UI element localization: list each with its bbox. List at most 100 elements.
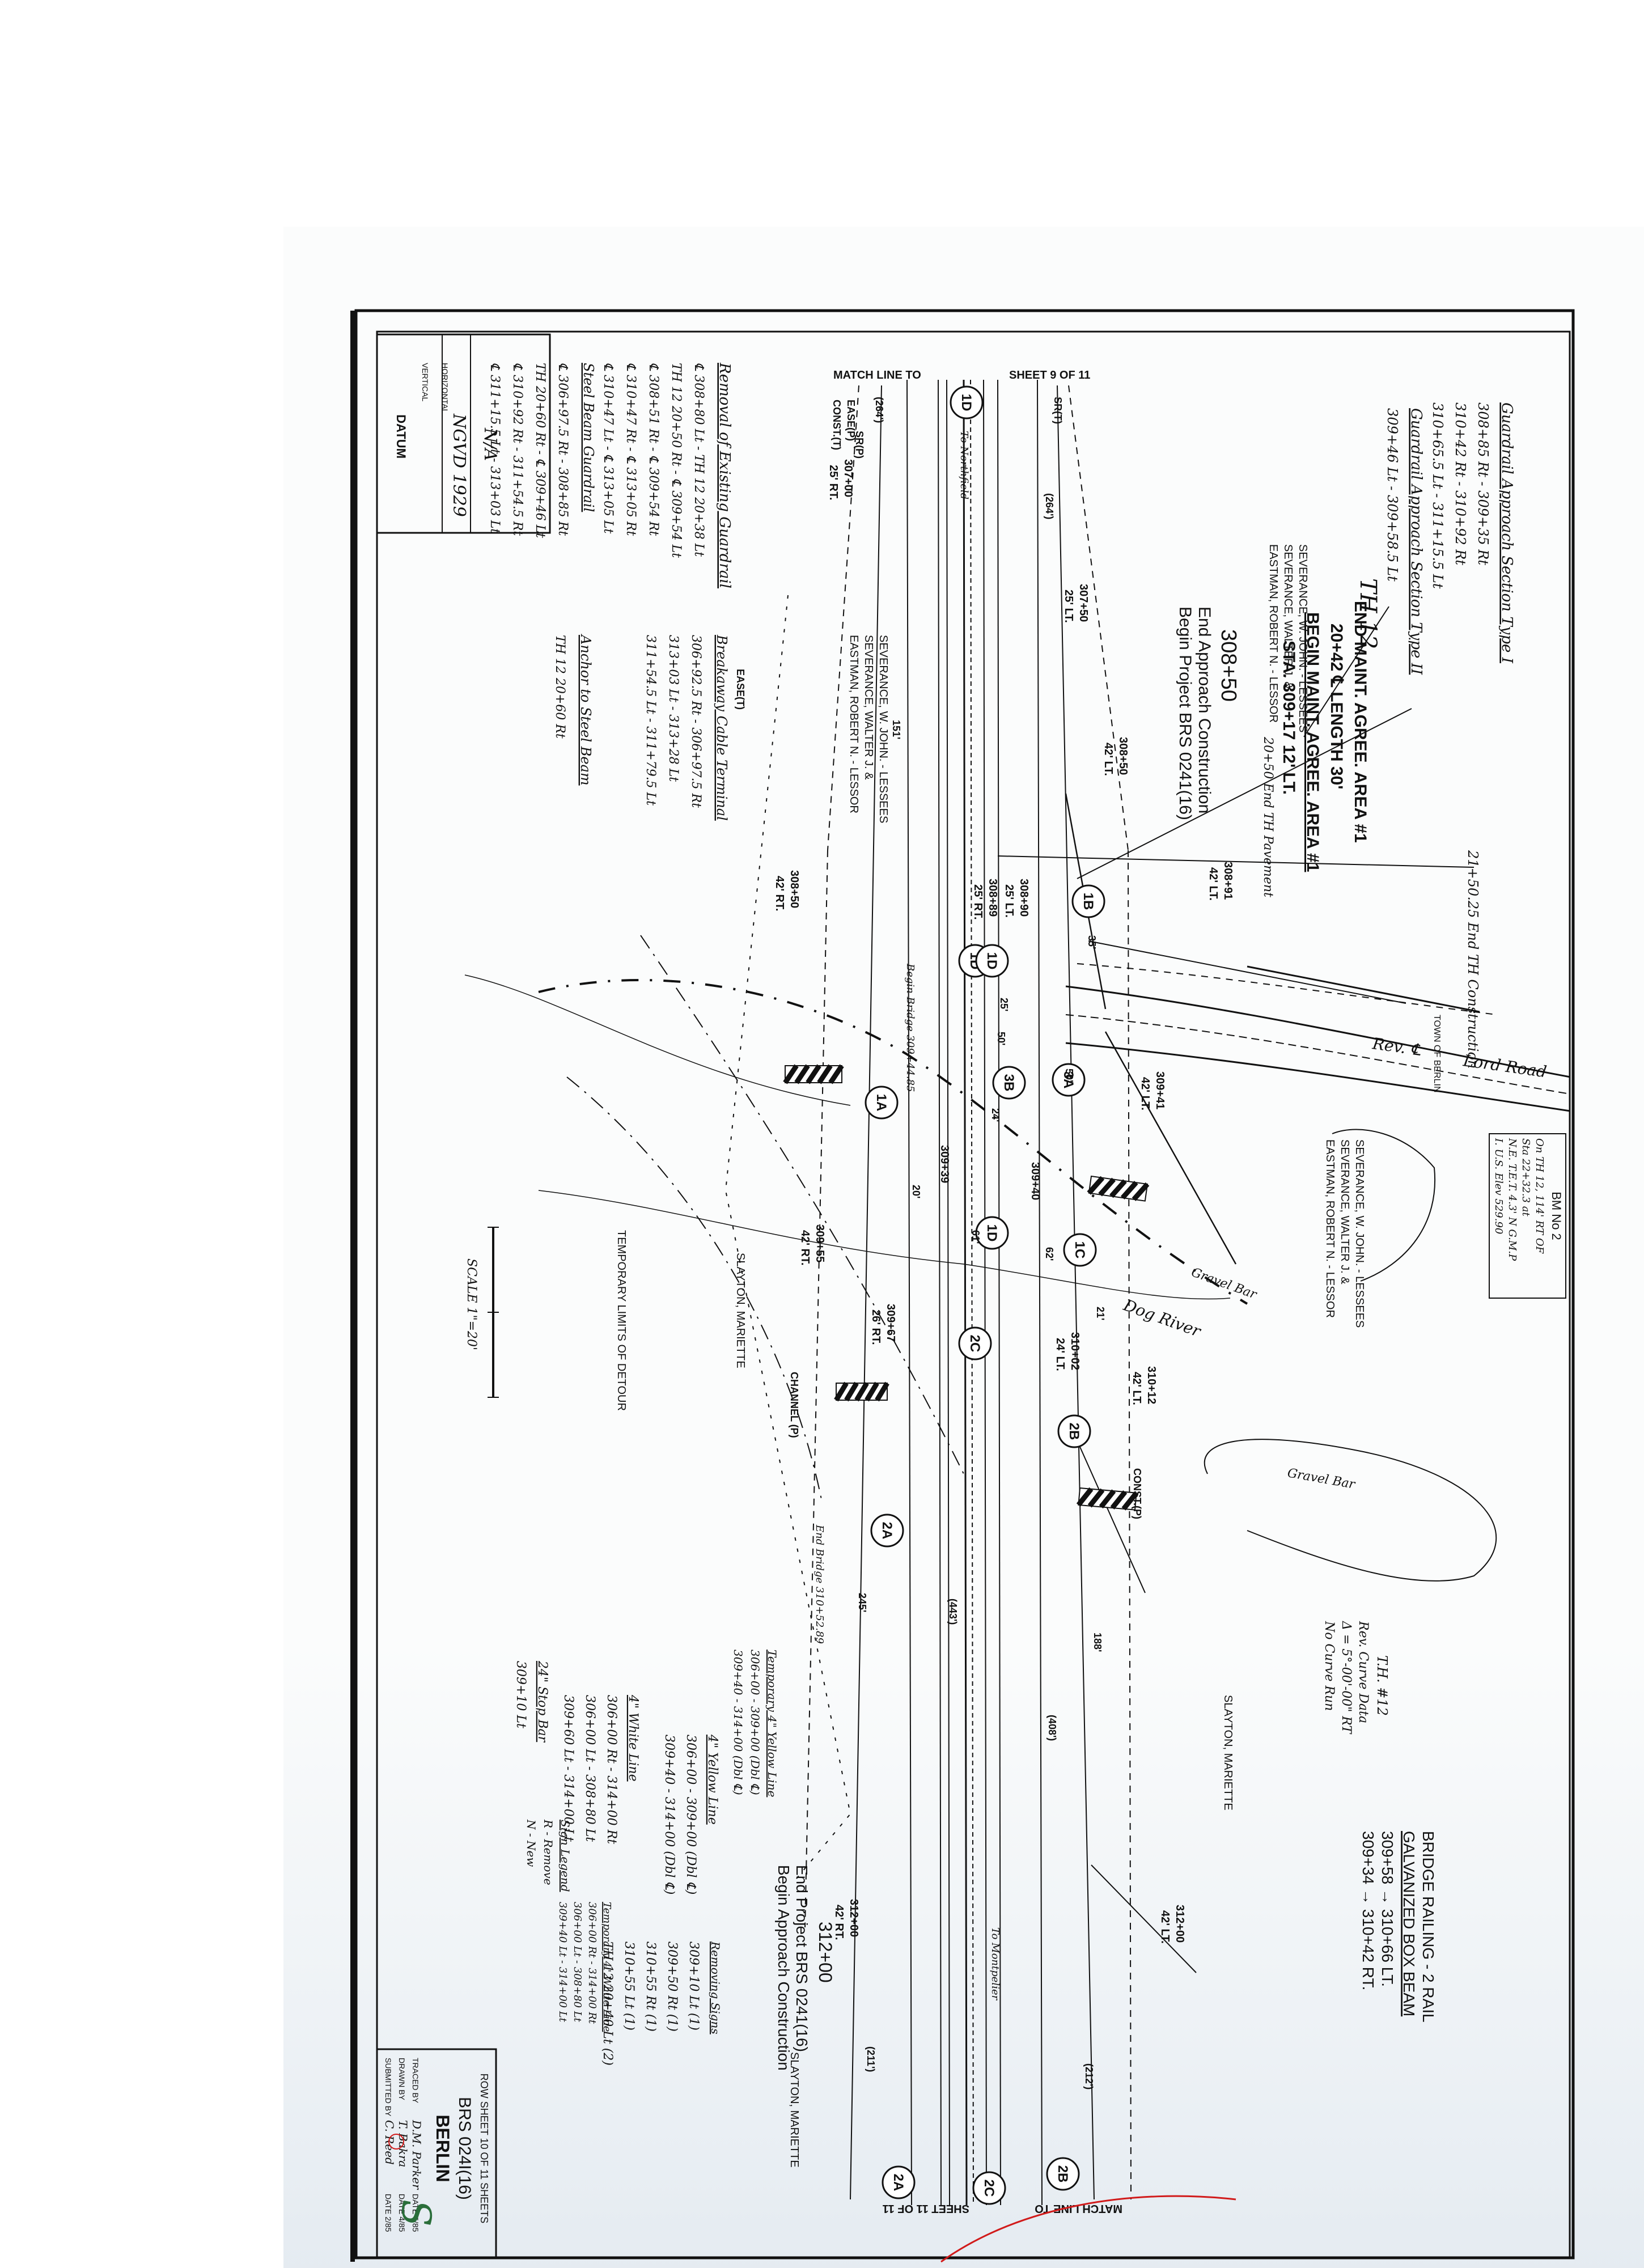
svg-text:309+39: 309+39	[938, 1145, 951, 1183]
station-circle-label: 2A	[891, 2174, 906, 2191]
svg-text:312+00: 312+00	[848, 1899, 860, 1937]
th12-curve-data: T.H. #12 Rev. Curve Data Δ = 5°-00'-00" …	[1322, 1621, 1390, 1735]
svg-text:CONST.(T): CONST.(T)	[831, 400, 842, 450]
match-line-bottom-sheet: SHEET 11 OF 11	[883, 2202, 969, 2215]
end-bridge-label: End Bridge 310+52.89	[813, 1524, 825, 1644]
svg-text:End Bridge 310+52.89: End Bridge 310+52.89	[813, 1524, 825, 1644]
svg-text:42' LT.: 42' LT.	[1207, 867, 1219, 901]
datum-header: DATUM	[394, 414, 408, 459]
dimension-label: (212')	[1083, 2063, 1095, 2089]
drawn-by-label: DRAWN BY	[397, 2058, 406, 2101]
dimension-label: 188'	[1092, 1633, 1103, 1652]
svg-text:24' LT.: 24' LT.	[1054, 1338, 1066, 1371]
svg-text:309+50 Rt (1): 309+50 Rt (1)	[665, 1941, 679, 2032]
svg-text:℄ 310+47 Rt - ℄ 313+05 Rt: ℄ 310+47 Rt - ℄ 313+05 Rt	[624, 363, 638, 536]
svg-text:306+00 - 309+00 (Dbl ℄): 306+00 - 309+00 (Dbl ℄)	[748, 1650, 762, 1795]
dimension-label: (443')	[947, 1599, 959, 1625]
dimension-label: 24'	[990, 1108, 1001, 1122]
svg-text:310+55 Rt (1): 310+55 Rt (1)	[643, 1941, 658, 2032]
svg-text:(264'): (264')	[1044, 493, 1055, 519]
svg-text:N.E. T.E.T. 4.3' N G.M.P: N.E. T.E.T. 4.3' N G.M.P	[1506, 1138, 1518, 1261]
right-of-way-lines	[566, 595, 1474, 1973]
svg-text:309+40 Lt - 314+00 Lt: 309+40 Lt - 314+00 Lt	[557, 1902, 569, 2023]
dimension-label: 35'	[1086, 935, 1098, 949]
svg-text:N - New: N - New	[524, 1819, 538, 1867]
sheet-number-circle	[388, 2134, 404, 2150]
svg-text:Removing Signs: Removing Signs	[709, 1941, 722, 2034]
temp-yellow-note: Temporary 4" Yellow Line 306+00 - 309+00…	[731, 1650, 779, 1797]
datum-horizontal-value: N/A	[480, 427, 500, 461]
sign-legend-note: Sign Legend R - Remove N - New	[524, 1819, 572, 1892]
svg-text:306+92.5 Rt - 306+97.5 Rt: 306+92.5 Rt - 306+97.5 Rt	[689, 635, 703, 808]
svg-text:245': 245'	[857, 1593, 868, 1612]
station-circle-label: 2B	[1055, 2165, 1070, 2183]
svg-text:25' LT.: 25' LT.	[1003, 884, 1015, 918]
title-town: BERLIN	[433, 2114, 453, 2182]
station-circle: 2C	[958, 1326, 992, 1360]
scale-bar: SCALE 1"=20'	[464, 1227, 499, 1398]
svg-text:42' RT.: 42' RT.	[833, 1905, 845, 1940]
end-th-pavement: 20+50 End TH Pavement	[1261, 736, 1275, 897]
svg-text:42' LT.: 42' LT.	[1130, 1372, 1143, 1405]
station-circle: 1D	[950, 385, 984, 419]
station-circle-label: 2A	[879, 1522, 895, 1540]
traced-date: DATE 5/85	[411, 2194, 420, 2232]
svg-text:℄ 308+80 Lt - TH 12 20+38 Lt: ℄ 308+80 Lt - TH 12 20+38 Lt	[692, 363, 706, 557]
match-line-bottom-label: MATCH LINE TO	[1035, 2202, 1122, 2215]
svg-text:20': 20'	[910, 1185, 922, 1198]
station-circle: 1B	[1071, 884, 1105, 918]
approval-mark: S	[393, 2199, 439, 2227]
approach-type1-title: Guardrail Approach Section Type I	[1498, 402, 1515, 664]
svg-text:309+34 → 310+42 RT.: 309+34 → 310+42 RT.	[1359, 1831, 1377, 1990]
svg-text:307+50: 307+50	[1077, 584, 1090, 622]
approach-type1-line-3: 310+65.5 Lt - 311+15.5 Lt	[1430, 402, 1446, 589]
svg-text:310+02: 310+02	[1069, 1332, 1081, 1370]
removing-signs-note: Removing Signs 309+10 Lt (1) 309+50 Rt (…	[600, 1941, 722, 2066]
bridge-railing-note: BRIDGE RAILING - 2 RAIL GALVANIZED BOX B…	[1359, 1831, 1437, 2023]
dimension-label: 25'	[998, 998, 1010, 1011]
approach-type1-line-1: 308+85 Rt - 309+35 Rt	[1475, 402, 1491, 565]
svg-text:310+55 Lt (1): 310+55 Lt (1)	[622, 1941, 636, 2030]
code-labels: CONST.(T)SR(T)SR(P)EASE(T)EASE(P)CHANNEL…	[735, 397, 1143, 1519]
svg-text:CONST.(P): CONST.(P)	[1132, 1468, 1143, 1519]
svg-text:R - Remove: R - Remove	[541, 1819, 555, 1885]
dimension-label: 245'	[857, 1593, 868, 1612]
svg-text:℄ 306+97.5 Rt - 308+85 Rt: ℄ 306+97.5 Rt - 308+85 Rt	[556, 363, 570, 536]
svg-text:TH 12 20+60 Rt: TH 12 20+60 Rt	[553, 635, 567, 739]
svg-text:EASTMAN, ROBERT N. - LESSOR: EASTMAN, ROBERT N. - LESSOR	[1324, 1139, 1336, 1318]
svg-text:TH 20+60 Rt - ℄ 309+46 Lt: TH 20+60 Rt - ℄ 309+46 Lt	[533, 363, 547, 538]
match-line-top-label: MATCH LINE TO	[833, 369, 921, 381]
svg-text:311+54.5 Lt - 311+79.5 Lt: 311+54.5 Lt - 311+79.5 Lt	[643, 635, 658, 806]
svg-text:(443'): (443')	[947, 1599, 959, 1625]
dimension-label: 21'	[1095, 1307, 1106, 1320]
svg-text:TH 12 20+50 Rt - ℄ 309+54 Lt: TH 12 20+50 Rt - ℄ 309+54 Lt	[669, 363, 683, 558]
svg-text:308+90: 308+90	[1018, 879, 1030, 917]
svg-text:SLAYTON, MARIETTE: SLAYTON, MARIETTE	[788, 2052, 800, 2168]
svg-text:℄ 308+51 Rt - ℄ 309+54 Rt: ℄ 308+51 Rt - ℄ 309+54 Rt	[646, 363, 660, 536]
svg-text:Δ = 5°-00'-00" RT: Δ = 5°-00'-00" RT	[1339, 1621, 1353, 1735]
dimension-labels: (264')(264')(443')(408')(211')(212')245'…	[857, 397, 1106, 2089]
dimension-label: 50'	[1063, 1069, 1075, 1082]
svg-text:EASE(T): EASE(T)	[735, 669, 746, 710]
slayton-label-1: SLAYTON, MARIETTE	[734, 1253, 747, 1368]
svg-text:306+00 Lt - 308+80 Lt: 306+00 Lt - 308+80 Lt	[583, 1695, 597, 1842]
station-circle: 2B	[1057, 1414, 1091, 1448]
approach-type2-note: Guardrail Approach Section Type II 309+4…	[1355, 408, 1425, 675]
town-of-berlin-label: TOWN OF BERLIN	[1432, 1015, 1442, 1093]
code-label: EASE(P)	[845, 400, 857, 441]
yellow-line-note: 4" Yellow Line 306+00 - 309+00 (Dbl ℄) 3…	[662, 1734, 719, 1894]
rev-cl-label: Rev. ℄	[1371, 1034, 1423, 1059]
svg-text:SLAYTON, MARIETTE: SLAYTON, MARIETTE	[734, 1253, 747, 1368]
owner-block-top-right: EASTMAN, ROBERT N. - LESSOR SEVERANCE, W…	[1267, 544, 1309, 732]
svg-text:TH 12 20+40 Lt (2): TH 12 20+40 Lt (2)	[600, 1941, 615, 2066]
svg-text:309+55: 309+55	[813, 1224, 826, 1262]
sta-312-00: 312+00	[815, 1922, 836, 1983]
svg-text:309+67: 309+67	[884, 1304, 897, 1342]
dimension-label: 62'	[1044, 1247, 1055, 1261]
traced-by-name: D.M. Parker	[410, 2119, 423, 2190]
svg-text:EASTMAN, ROBERT N. - LESSOR: EASTMAN, ROBERT N. - LESSOR	[848, 635, 860, 813]
